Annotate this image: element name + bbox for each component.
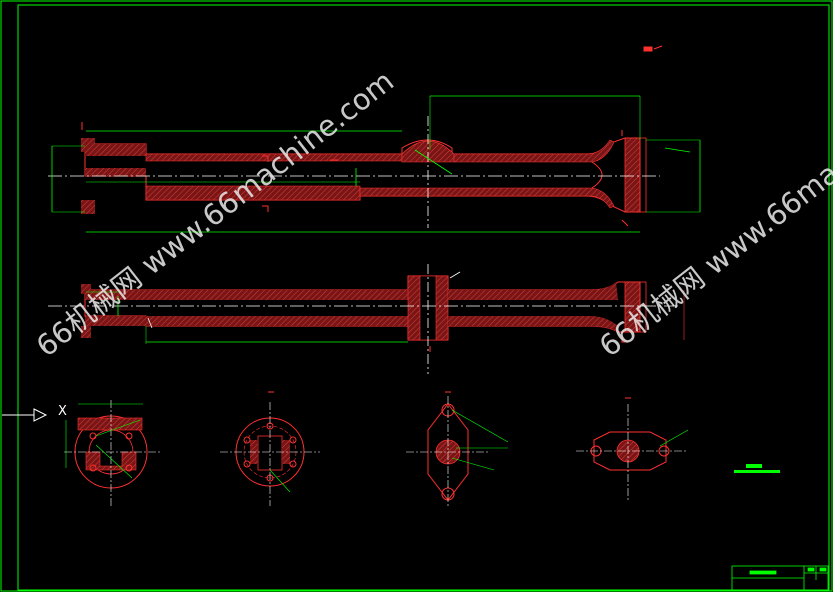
inner-border bbox=[17, 4, 830, 591]
section-view-1 bbox=[64, 400, 160, 506]
top-annotation bbox=[643, 45, 663, 52]
side-section-view bbox=[48, 264, 685, 374]
view-direction-arrow bbox=[2, 408, 48, 422]
axis-marker-label: X bbox=[58, 404, 67, 419]
section-view-2 bbox=[220, 391, 320, 506]
notes-block bbox=[734, 464, 780, 473]
title-block bbox=[731, 565, 829, 591]
section-view-4 bbox=[576, 397, 689, 500]
section-view-3 bbox=[406, 391, 509, 506]
top-section-view bbox=[48, 95, 701, 233]
